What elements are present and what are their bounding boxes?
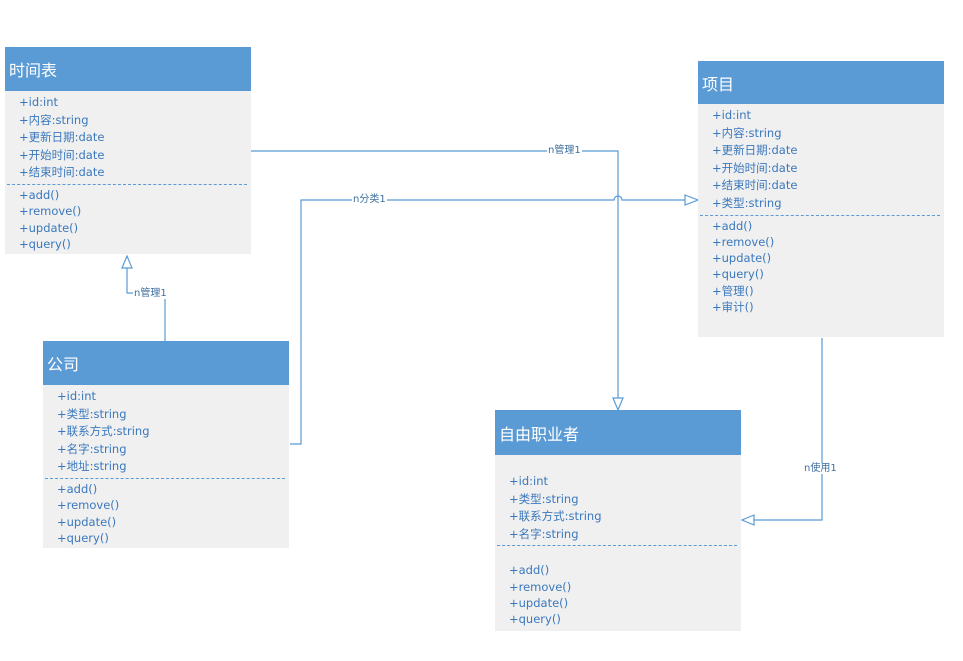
attribute: +更新日期:date — [712, 143, 798, 158]
member-separator — [700, 214, 940, 216]
class-freelancer-title: 自由职业者 — [495, 410, 741, 455]
relation-label-company-project: n分类1 — [352, 194, 387, 205]
attribute: +名字:string — [57, 441, 127, 456]
class-timetable[interactable]: 时间表 +id:int +内容:string +更新日期:date +开始时间:… — [5, 47, 251, 254]
method: +remove() — [712, 234, 775, 249]
class-timetable-members: +id:int +内容:string +更新日期:date +开始时间:date… — [5, 91, 251, 252]
member-separator — [7, 183, 247, 185]
attribute: +id:int — [712, 108, 751, 122]
method: +审计() — [712, 300, 754, 315]
attribute: +结束时间:date — [712, 178, 798, 193]
arrowhead-project-left — [684, 194, 700, 206]
attribute: +开始时间:date — [712, 160, 798, 175]
method: +query() — [57, 530, 109, 545]
method: +remove() — [19, 204, 82, 219]
class-project-title: 项目 — [698, 61, 944, 104]
method: +add() — [712, 218, 753, 233]
attribute: +类型:string — [712, 195, 782, 210]
relation-label-company-timetable: n管理1 — [133, 288, 168, 299]
attribute: +更新日期:date — [19, 130, 105, 145]
attribute: +id:int — [509, 474, 548, 488]
class-project[interactable]: 项目 +id:int +内容:string +更新日期:date +开始时间:d… — [698, 61, 944, 337]
class-project-members: +id:int +内容:string +更新日期:date +开始时间:date… — [698, 104, 944, 315]
method: +query() — [509, 612, 561, 627]
class-company-members: +id:int +类型:string +联系方式:string +名字:stri… — [43, 385, 289, 546]
attribute: +地址:string — [57, 459, 127, 474]
class-timetable-title: 时间表 — [5, 47, 251, 91]
attribute: +联系方式:string — [57, 424, 150, 439]
class-company[interactable]: 公司 +id:int +类型:string +联系方式:string +名字:s… — [43, 341, 289, 548]
method: +管理() — [712, 283, 754, 298]
member-separator — [45, 477, 285, 479]
attribute: +类型:string — [509, 491, 579, 506]
attribute: +内容:string — [712, 125, 782, 140]
attribute: +id:int — [19, 95, 58, 109]
attribute: +开始时间:date — [19, 147, 105, 162]
attribute: +结束时间:date — [19, 165, 105, 180]
arrowhead-freelancer-right — [740, 514, 755, 526]
attribute: +id:int — [57, 389, 96, 403]
method: +query() — [712, 267, 764, 282]
method: +add() — [509, 563, 550, 578]
method: +update() — [712, 251, 772, 266]
method: +update() — [19, 220, 79, 235]
method: +query() — [19, 236, 71, 251]
method: +remove() — [57, 498, 120, 513]
method: +add() — [19, 187, 60, 202]
method: +remove() — [509, 579, 572, 594]
arrowhead-timetable-bottom — [121, 254, 133, 269]
class-freelancer-members: +id:int +类型:string +联系方式:string +名字:stri… — [495, 455, 741, 628]
attribute: +内容:string — [19, 112, 89, 127]
attribute: +名字:string — [509, 526, 579, 541]
arrowhead-freelancer-top — [612, 397, 624, 412]
attribute: +联系方式:string — [509, 509, 602, 524]
relation-label-project-freelancer: n使用1 — [803, 463, 838, 474]
connector-company-project — [290, 195, 698, 445]
method: +update() — [57, 514, 117, 529]
member-separator — [497, 545, 737, 547]
relation-label-timetable-freelancer: n管理1 — [547, 145, 582, 156]
class-company-title: 公司 — [43, 341, 289, 385]
attribute: +类型:string — [57, 406, 127, 421]
method: +add() — [57, 481, 98, 496]
connector-timetable-freelancer — [251, 150, 619, 410]
method: +update() — [509, 595, 569, 610]
class-freelancer[interactable]: 自由职业者 +id:int +类型:string +联系方式:string +名… — [495, 410, 741, 631]
connector-project-freelancer — [742, 338, 823, 521]
